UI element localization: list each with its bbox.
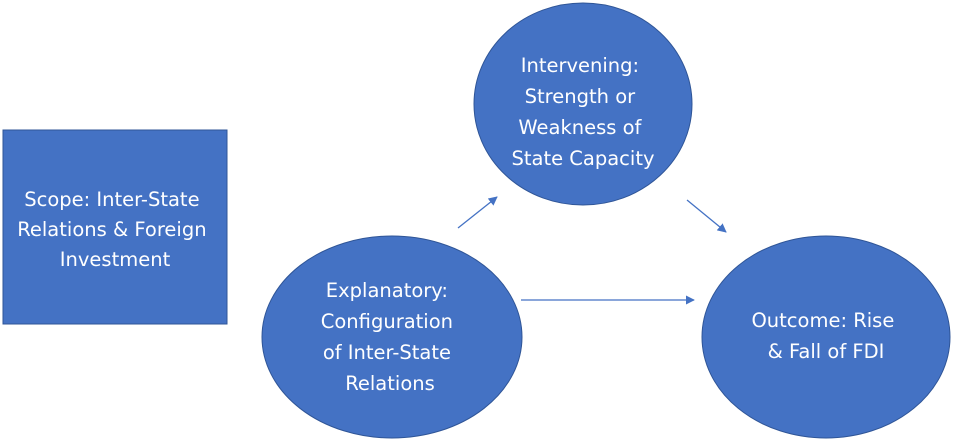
arrow-explanatory-to-intervening (457, 196, 498, 229)
svg-text:Outcome: Rise & Fall of: Outcome: Rise & Fall of FDI (751, 309, 900, 363)
intervening-line-3: Weakness of (518, 116, 642, 139)
explanatory-line-2: Configuration (321, 310, 453, 333)
explanatory-node: Explanatory: Configuration of Inter-Stat… (261, 235, 523, 439)
scope-line-3: Investment (60, 248, 171, 271)
intervening-line-1: Intervening: (521, 54, 639, 77)
explanatory-line-3: of Inter-State (323, 341, 451, 364)
outcome-line-1: Outcome: Rise (751, 309, 894, 332)
svg-text:Scope: Inter-State Relat: Scope: Inter-State Relations & Foreign I… (17, 188, 213, 271)
scope-line-2: Relations & Foreign (17, 218, 206, 241)
outcome-line-2: & Fall of FDI (768, 340, 885, 363)
intervening-line-4: State Capacity (511, 147, 654, 170)
intervening-line-2: Strength or (525, 85, 636, 108)
arrow-intervening-to-outcome (686, 199, 727, 233)
explanatory-line-1: Explanatory: (326, 279, 448, 302)
explanatory-line-4: Relations (345, 372, 435, 395)
scope-box: Scope: Inter-State Relations & Foreign I… (2, 129, 228, 325)
svg-text:Explanatory: Configurati: Explanatory: Configuration of Inter-Stat… (321, 279, 459, 395)
svg-text:Intervening: Strength or: Intervening: Strength or Weakness of Sta… (511, 54, 654, 170)
scope-line-1: Scope: Inter-State (24, 188, 199, 211)
outcome-node: Outcome: Rise & Fall of FDI (701, 235, 951, 439)
intervening-node: Intervening: Strength or Weakness of Sta… (473, 2, 693, 206)
